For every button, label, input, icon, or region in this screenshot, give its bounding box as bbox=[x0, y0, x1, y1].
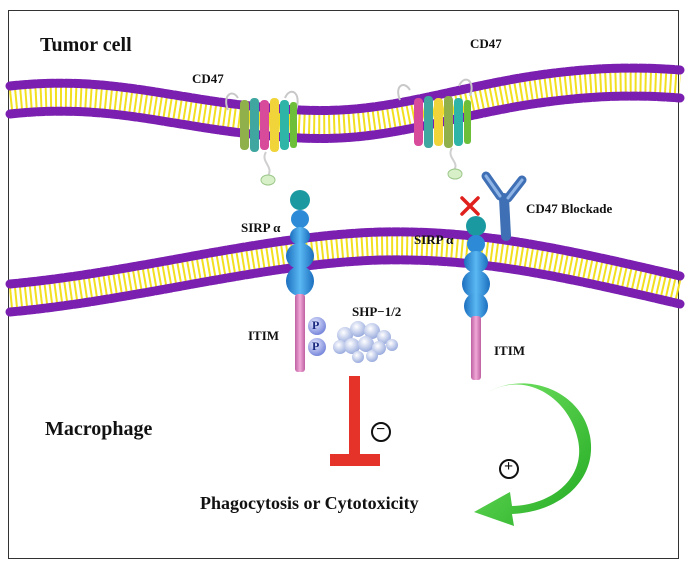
itim-right-label: ITIM bbox=[494, 343, 526, 358]
sirpa-left bbox=[286, 190, 314, 372]
sirpa-left-label: SIRP α bbox=[241, 220, 281, 235]
tumor-membrane bbox=[5, 63, 685, 143]
phospho-1 bbox=[308, 317, 326, 335]
macrophage-label: Macrophage bbox=[45, 418, 153, 440]
cd47-right bbox=[397, 78, 473, 180]
outcome-label: Phagocytosis or Cytotoxicity bbox=[200, 493, 419, 513]
tumor-cell-label: Tumor cell bbox=[40, 34, 132, 56]
minus-sign-label: − bbox=[376, 421, 386, 438]
phospho-1-label: P bbox=[312, 318, 320, 332]
antibody-icon bbox=[481, 171, 527, 241]
itim-left-label: ITIM bbox=[248, 328, 280, 343]
blocked-x-icon bbox=[460, 196, 480, 216]
plus-sign-label: + bbox=[504, 458, 514, 475]
cd47-blockade-label: CD47 Blockade bbox=[526, 201, 613, 216]
sirpa-right-label: SIRP α bbox=[414, 232, 454, 247]
cd47-left bbox=[225, 90, 299, 186]
plus-circle-icon bbox=[499, 459, 519, 479]
sirpa-right bbox=[462, 216, 490, 380]
cd47-left-label: CD47 bbox=[192, 71, 224, 86]
cd47-right-label: CD47 bbox=[470, 36, 502, 51]
phospho-2-label: P bbox=[312, 339, 320, 353]
shp-label: SHP−1/2 bbox=[352, 304, 402, 319]
inhibition-bar-icon bbox=[330, 376, 380, 466]
activation-arrow-icon bbox=[474, 383, 592, 526]
macrophage-membrane bbox=[5, 227, 685, 317]
phospho-2 bbox=[308, 338, 326, 356]
minus-circle-icon bbox=[371, 422, 391, 442]
shp-cluster-icon bbox=[333, 321, 398, 363]
